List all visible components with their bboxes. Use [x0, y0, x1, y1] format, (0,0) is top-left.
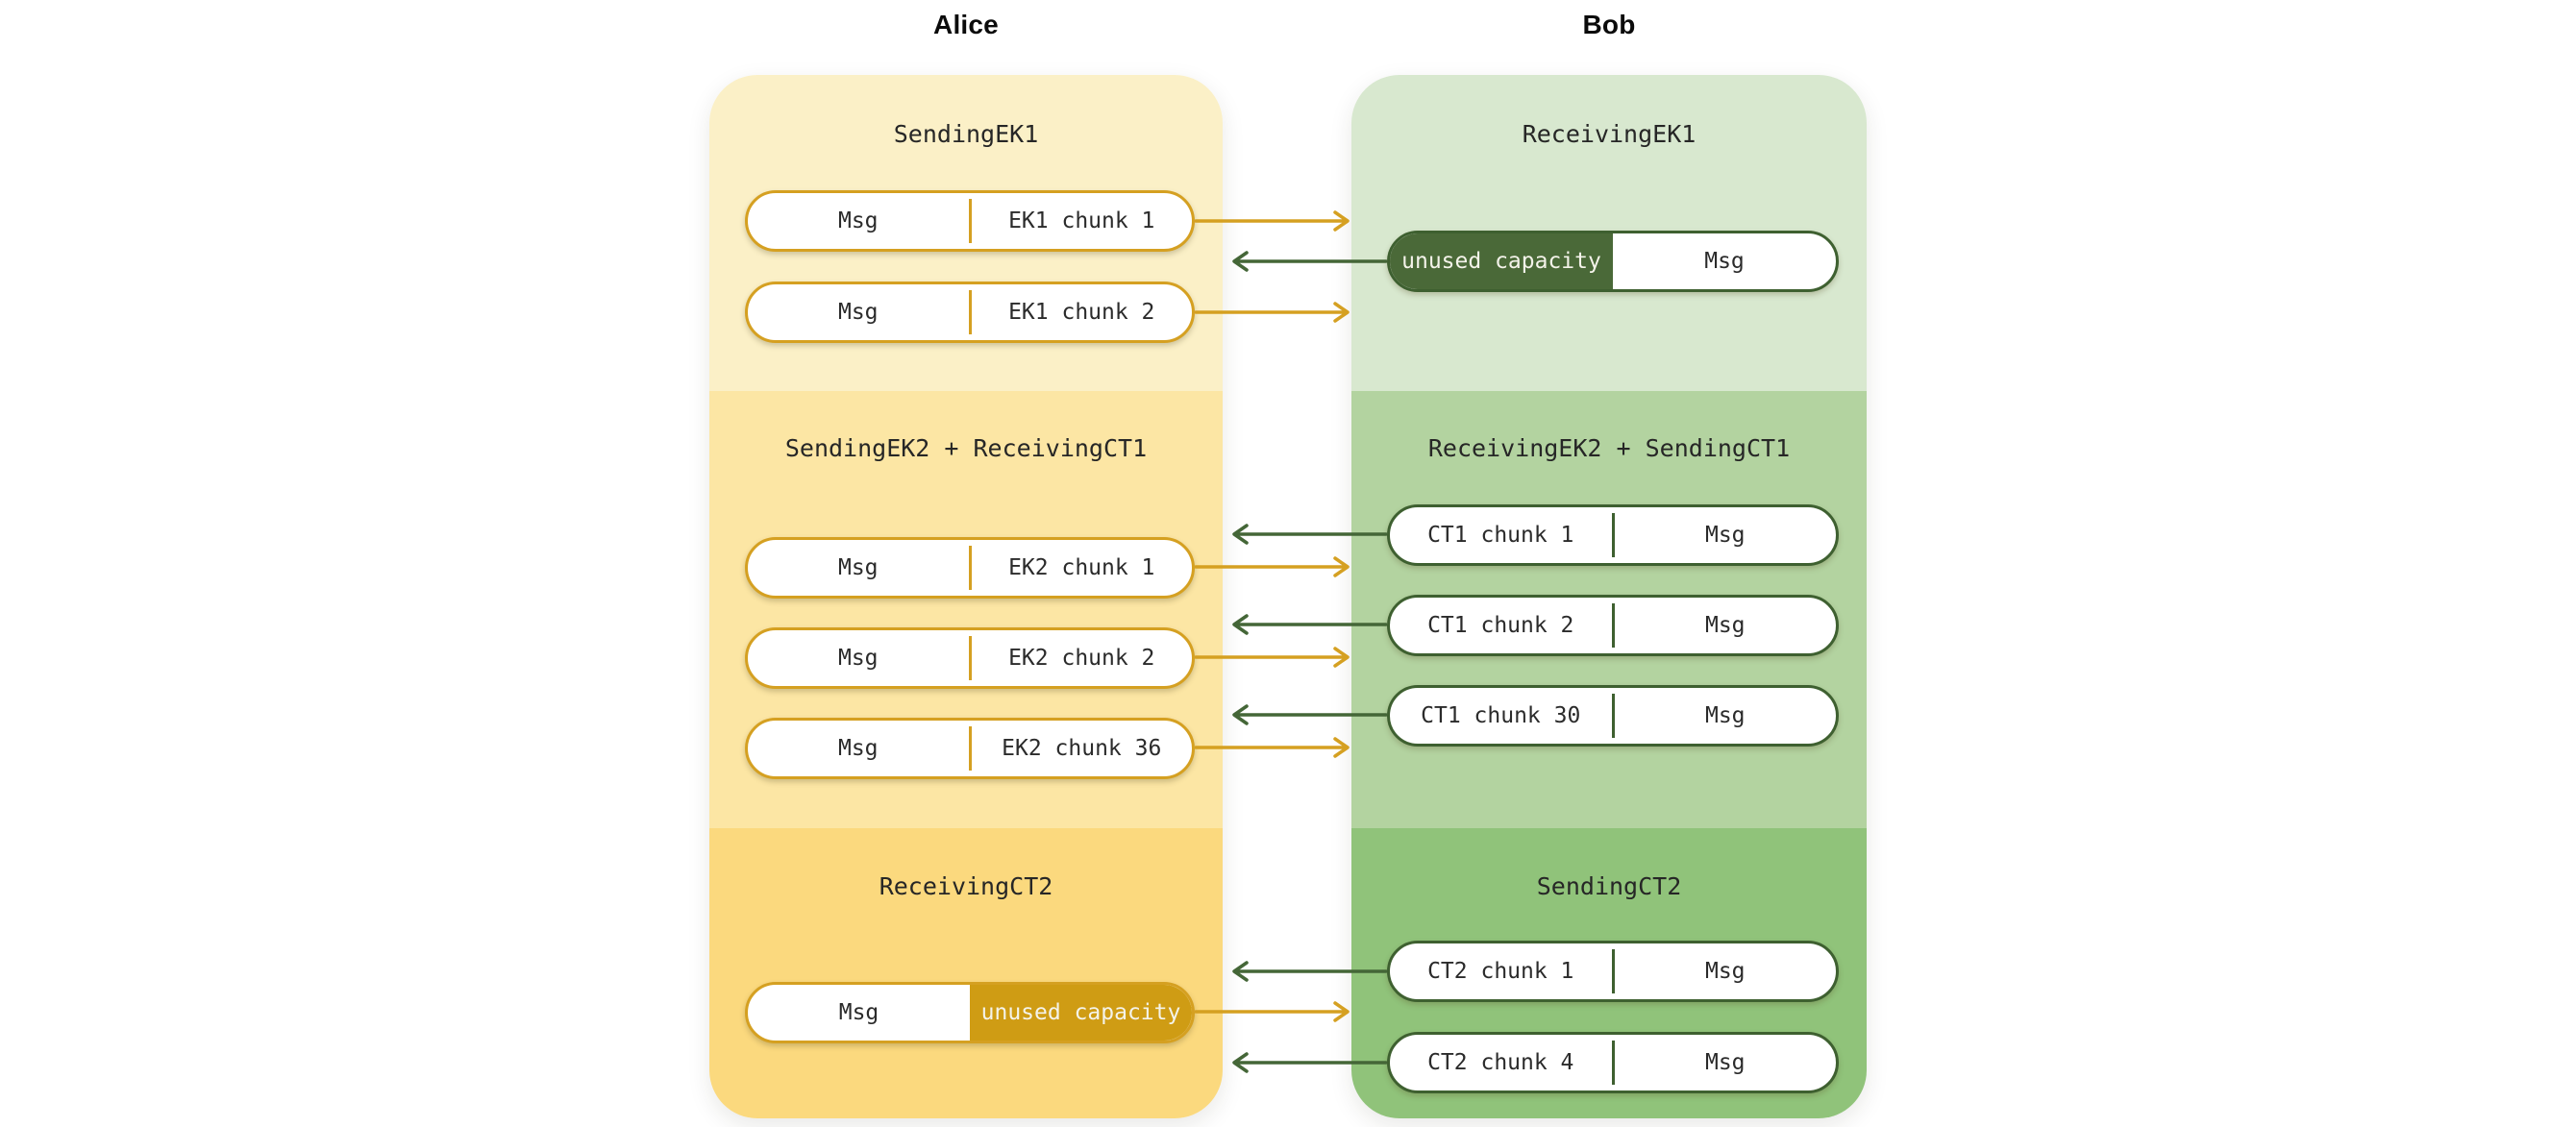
pill-divider	[1611, 513, 1615, 557]
pill-msg-ek1-chunk-2: Msg EK1 chunk 2	[745, 282, 1195, 343]
pill-ct2-chunk-4-msg: CT2 chunk 4 Msg	[1387, 1032, 1839, 1093]
pill-divider	[1611, 1041, 1615, 1085]
pill-right-label: Msg	[1704, 959, 1746, 984]
pill-divider	[968, 199, 972, 243]
pill-left-label: Msg	[837, 646, 879, 671]
pill-divider	[968, 636, 972, 680]
arrow-right-icon	[1195, 210, 1350, 232]
pill-ct1-chunk-30-msg: CT1 chunk 30 Msg	[1387, 685, 1839, 747]
pill-right-label: Msg	[1704, 703, 1746, 728]
pill-right-label: EK1 chunk 2	[1008, 300, 1155, 325]
pill-ct1-chunk-1-msg: CT1 chunk 1 Msg	[1387, 504, 1839, 566]
alice-column-title: Alice	[933, 10, 999, 39]
pill-right-label: Msg	[1704, 249, 1745, 274]
alice-section-3-title: ReceivingCT2	[879, 872, 1053, 900]
arrow-left-icon	[1232, 704, 1387, 725]
bob-section-2-title: ReceivingEK2 + SendingCT1	[1427, 434, 1791, 462]
pill-ct1-chunk-2-msg: CT1 chunk 2 Msg	[1387, 595, 1839, 656]
pill-ct2-chunk-1-msg: CT2 chunk 1 Msg	[1387, 941, 1839, 1002]
pill-divider	[1611, 694, 1615, 738]
pill-left-label: Msg	[837, 555, 879, 580]
arrow-right-icon	[1195, 647, 1350, 668]
bob-section-1-title: ReceivingEK1	[1522, 120, 1697, 148]
arrow-left-icon	[1232, 614, 1387, 635]
arrow-left-icon	[1232, 1052, 1387, 1073]
pill-right-label: Msg	[1704, 1050, 1746, 1075]
pill-left-label: Msg	[838, 1000, 879, 1025]
pill-msg-ek2-chunk-1: Msg EK2 chunk 1	[745, 537, 1195, 599]
arrow-right-icon	[1195, 302, 1350, 323]
arrow-right-icon	[1195, 737, 1350, 758]
pill-msg-ek2-chunk-2: Msg EK2 chunk 2	[745, 627, 1195, 689]
pill-right-label: EK1 chunk 1	[1008, 208, 1155, 233]
pill-left-label: CT2 chunk 1	[1427, 959, 1574, 984]
pill-divider	[1611, 603, 1615, 648]
pill-left-label: CT1 chunk 2	[1427, 613, 1574, 638]
pill-msg-ek1-chunk-1: Msg EK1 chunk 1	[745, 190, 1195, 252]
pill-left-label: CT1 chunk 1	[1427, 523, 1574, 548]
bob-column-title: Bob	[1582, 10, 1636, 39]
pill-right-label: Msg	[1704, 523, 1746, 548]
pill-right-label-unused-capacity: unused capacity	[970, 985, 1192, 1041]
arrow-left-icon	[1232, 524, 1387, 545]
pill-left-label-unused-capacity: unused capacity	[1390, 233, 1613, 289]
pill-msg-ek2-chunk-36: Msg EK2 chunk 36	[745, 718, 1195, 779]
pill-left-label: Msg	[837, 300, 879, 325]
alice-panel: SendingEK1 SendingEK2 + ReceivingCT1 Rec…	[709, 75, 1223, 1118]
pill-left-label: Msg	[837, 736, 879, 761]
bob-panel: ReceivingEK1 ReceivingEK2 + SendingCT1 S…	[1351, 75, 1867, 1118]
pill-divider	[968, 726, 972, 771]
arrow-right-icon	[1195, 556, 1350, 577]
pill-right-label: EK2 chunk 36	[1002, 736, 1162, 761]
arrow-left-icon	[1232, 961, 1387, 982]
pill-right-label: EK2 chunk 1	[1008, 555, 1155, 580]
arrow-right-icon	[1195, 1001, 1350, 1022]
alice-section-1-title: SendingEK1	[893, 120, 1039, 148]
pill-divider	[968, 546, 972, 590]
pill-left-label: CT1 chunk 30	[1421, 703, 1581, 728]
arrow-left-icon	[1232, 251, 1387, 272]
alice-section-receiving-ct2	[709, 828, 1223, 1118]
bob-section-3-title: SendingCT2	[1536, 872, 1682, 900]
pill-unused-capacity-msg: unused capacity Msg	[1387, 231, 1839, 292]
pill-right-label: Msg	[1704, 613, 1746, 638]
pill-msg-unused-capacity: Msg unused capacity	[745, 982, 1195, 1043]
pill-left-label: Msg	[837, 208, 879, 233]
pill-divider	[1611, 949, 1615, 993]
pill-divider	[968, 290, 972, 334]
pill-right-label: EK2 chunk 2	[1008, 646, 1155, 671]
alice-section-2-title: SendingEK2 + ReceivingCT1	[784, 434, 1148, 462]
pill-left-label: CT2 chunk 4	[1427, 1050, 1574, 1075]
